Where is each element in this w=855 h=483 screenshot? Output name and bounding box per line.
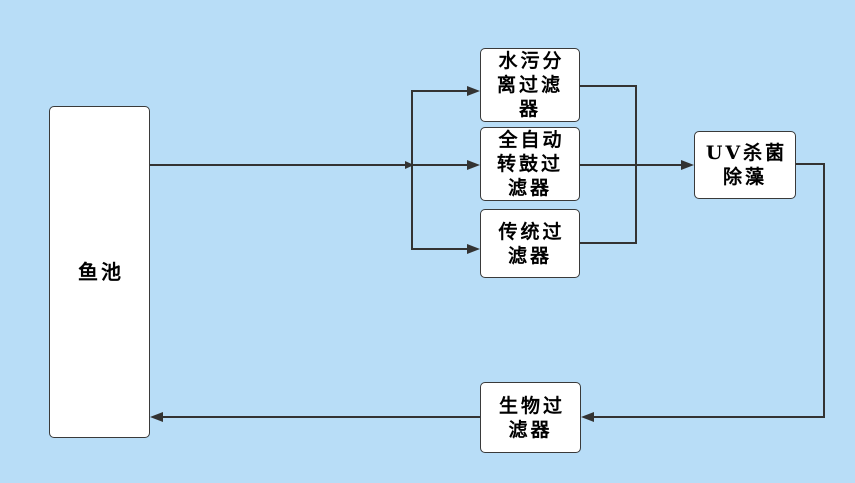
- edge-traditional-filter-out-line: [580, 242, 636, 244]
- edge-to-traditional-filter-line: [411, 248, 467, 250]
- edge-to-water-filter-line: [411, 90, 467, 92]
- edge-pond-out-line: [150, 164, 413, 166]
- node-traditional-filter: 传统过 滤器: [480, 209, 580, 278]
- edge-to-drum-filter-line: [413, 164, 467, 166]
- edge-to-pond-arrowhead: [150, 412, 163, 422]
- edge-to-bio-filter-arrowhead: [581, 412, 594, 422]
- node-auto-drum-filter-label: 全自动 转鼓过 滤器: [496, 129, 565, 199]
- node-bio-filter: 生物过 滤器: [480, 382, 581, 453]
- edge-to-drum-filter-arrowhead: [467, 160, 480, 170]
- node-uv-sterilizer: UV杀菌 除藻: [694, 131, 796, 199]
- node-bio-filter-label: 生物过 滤器: [498, 394, 565, 441]
- edge-to-water-filter-arrowhead: [467, 86, 480, 96]
- edge-to-uv-arrowhead: [681, 160, 694, 170]
- node-uv-sterilizer-label: UV杀菌 除藻: [705, 142, 788, 188]
- node-fish-pond-label: 鱼池: [78, 260, 124, 284]
- edge-to-traditional-filter-arrowhead: [467, 244, 480, 254]
- edge-pond-branch-arrowhead: [405, 161, 414, 169]
- node-fish-pond: 鱼池: [49, 106, 150, 438]
- node-water-sewage-filter: 水污分 离过滤 器: [480, 48, 580, 122]
- edge-uv-out-line: [796, 163, 824, 165]
- edge-water-filter-out-line: [580, 85, 636, 87]
- edge-to-pond-line: [163, 416, 480, 418]
- edge-to-bio-filter-line: [594, 416, 825, 418]
- edge-to-uv-line: [580, 164, 681, 166]
- node-traditional-filter-label: 传统过 滤器: [498, 220, 565, 267]
- edge-branch-vertical-line: [411, 90, 413, 250]
- edge-right-return-vertical-line: [823, 163, 825, 418]
- node-water-sewage-filter-label: 水污分 离过滤 器: [496, 50, 565, 120]
- node-auto-drum-filter: 全自动 转鼓过 滤器: [480, 127, 580, 201]
